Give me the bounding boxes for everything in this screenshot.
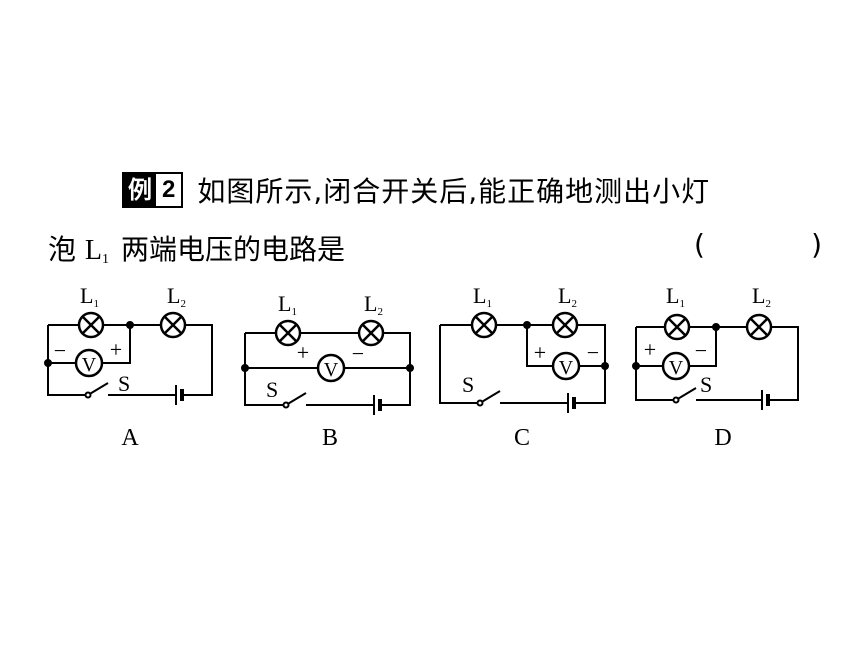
circuit-d-lamp1-icon: [663, 313, 691, 341]
circuit-b: [241, 332, 414, 415]
circuit-a-lamp1-icon: [77, 311, 105, 339]
circuit-a-switch-label: S: [118, 371, 130, 396]
question-text-1: 如图所示,闭合开关后,能正确地测出小灯: [197, 175, 711, 208]
circuit-d-minus: −: [695, 338, 707, 363]
circuit-c-plus: +: [534, 340, 546, 365]
circuit-a-plus: +: [110, 337, 122, 362]
circuit-d-switch-label: S: [700, 372, 712, 397]
example-badge: 例 2: [122, 172, 184, 208]
circuit-a-minus: −: [54, 338, 66, 363]
circuit-d-meter-label: V: [669, 357, 684, 379]
example-badge-label: 例: [124, 174, 156, 206]
answer-blank: ( ): [694, 228, 822, 261]
circuit-b-switch-label: S: [266, 377, 278, 402]
circuit-d-lamp2-label: L2: [752, 283, 771, 310]
circuit-a-lamp2-label: L2: [167, 283, 186, 310]
lamp-subscript: 1: [102, 252, 110, 267]
circuit-b-lamp1-label: L1: [278, 291, 297, 318]
answer-paren-open: (: [694, 228, 705, 261]
example-badge-number: 2: [156, 174, 182, 206]
circuit-c-lamp1-icon: [470, 311, 498, 339]
question-line-2: 泡 L1 两端电压的电路是: [48, 228, 345, 268]
option-d-label: D: [714, 425, 731, 451]
option-a-label: A: [121, 425, 139, 451]
option-b-label: B: [322, 425, 338, 451]
circuit-c-lamp2-icon: [551, 311, 579, 339]
circuit-c-lamp2-label: L2: [558, 283, 577, 310]
circuit-b-plus: +: [297, 340, 309, 365]
question-text-2-suffix: 两端电压的电路是: [121, 233, 346, 266]
circuit-d-plus: +: [644, 337, 656, 362]
question-text-2-prefix: 泡: [48, 233, 77, 266]
circuit-c-minus: −: [587, 340, 599, 365]
circuit-a-meter-label: V: [82, 354, 97, 376]
lamp-name: L: [84, 235, 103, 266]
circuit-d-lamp2-icon: [745, 313, 773, 341]
circuit-a: [44, 321, 213, 405]
circuit-b-meter-label: V: [324, 359, 339, 381]
option-c-label: C: [514, 425, 530, 451]
circuit-a-lamp2-icon: [159, 311, 187, 339]
circuit-c-lamp1-label: L1: [473, 283, 492, 310]
circuit-c-meter-label: V: [559, 357, 574, 379]
circuit-c: [439, 321, 609, 413]
question-line-1: 例 2 如图所示,闭合开关后,能正确地测出小灯: [122, 170, 710, 210]
circuit-a-lamp1-label: L1: [80, 283, 99, 310]
circuit-b-minus: −: [352, 341, 364, 366]
answer-paren-close: ): [811, 228, 822, 261]
circuit-d-lamp1-label: L1: [666, 283, 685, 310]
circuit-b-lamp2-label: L2: [364, 291, 383, 318]
circuit-d: [632, 323, 799, 410]
circuit-c-switch-label: S: [462, 372, 474, 397]
